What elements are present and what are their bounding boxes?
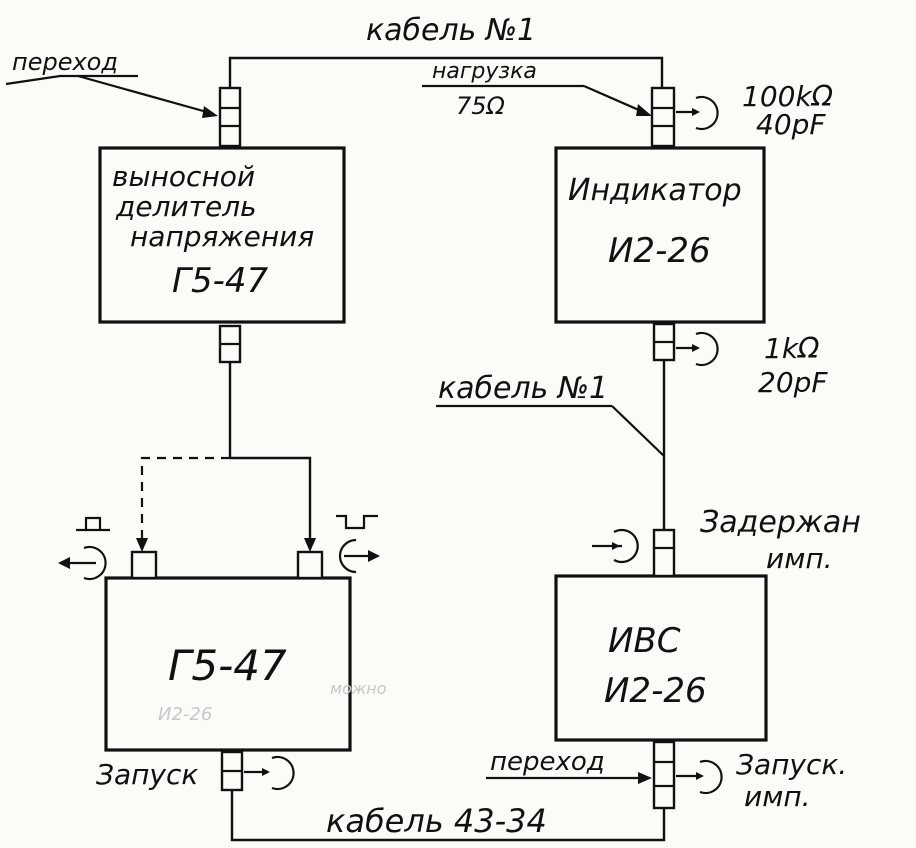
zapusk-left-label: Запуск [96, 758, 198, 791]
connector-ivs-bottom [652, 740, 676, 810]
ivs-line-1: ИВС [608, 621, 681, 661]
ivs-line-2: И2-26 [604, 671, 707, 711]
divider-line-4: Г5-47 [172, 261, 268, 301]
divider-line-3: напряжения [130, 220, 314, 253]
connector-generator-right [296, 550, 324, 580]
arrow-dashed-branch [136, 538, 148, 552]
branch-solid-wire [230, 456, 312, 548]
arrow-solid-branch [304, 538, 316, 552]
pulse-output-right-icon [336, 514, 380, 574]
cable-bottom-wire [230, 790, 666, 842]
zapusk-imp-label-1: Запуск. [736, 748, 847, 781]
leader-cable-mid [436, 404, 665, 457]
probe-top-capacitance: 40pF [756, 108, 826, 141]
zaderzhan-label: Задержан [700, 505, 861, 540]
probe-icon-ivs-top [592, 528, 639, 564]
probe-mid-resistance: 1kΩ [764, 332, 820, 365]
perehod-top-label: переход [12, 48, 118, 76]
probe-icon-indicator-top [676, 95, 719, 131]
pulse-output-left-icon [58, 516, 110, 581]
connector-indicator-top [650, 86, 676, 148]
probe-icon-indicator-bottom [676, 331, 719, 367]
zapusk-imp-label-2: имп. [744, 780, 811, 813]
nagruzka-label: нагрузка [432, 59, 537, 84]
indicator-line-2: И2-26 [608, 231, 711, 271]
perehod-bottom-label: переход [490, 747, 605, 777]
divider-block [98, 146, 346, 324]
divider-line-1: выносной [112, 160, 255, 193]
probe-icon-generator-bottom [244, 755, 295, 791]
cable-bottom-label: кабель 43-34 [326, 802, 547, 840]
leader-nagruzka [422, 84, 652, 116]
leader-perehod-bottom [486, 772, 652, 784]
cable-mid-label: кабель №1 [438, 371, 608, 406]
leader-perehod-top [5, 74, 218, 118]
connector-divider-bottom [218, 324, 242, 364]
cable-top-wire [228, 56, 664, 88]
indicator-block [554, 146, 766, 324]
connector-indicator-bottom [652, 322, 676, 362]
probe-mid-capacitance: 20pF [758, 366, 828, 399]
connector-generator-bottom [220, 750, 244, 792]
probe-icon-ivs-bottom [676, 759, 723, 795]
probe-top-resistance: 100kΩ [742, 80, 834, 113]
zaderzhan-imp-label: имп. [766, 542, 833, 575]
generator-block [104, 576, 352, 752]
divider-line-2: делитель [115, 190, 257, 223]
faint-text-1: можно [330, 679, 387, 698]
branch-dashed-wire [140, 456, 230, 548]
connector-ivs-top [652, 528, 676, 578]
cable-top-label: кабель №1 [366, 13, 536, 48]
indicator-line-1: Индикатор [568, 173, 742, 208]
generator-line-1: Г5-47 [168, 641, 287, 690]
connector-divider-top [218, 86, 242, 148]
nagruzka-value-label: 75Ω [456, 92, 506, 120]
connector-generator-left [130, 550, 158, 580]
faint-text-2: И2-26 [158, 704, 212, 725]
